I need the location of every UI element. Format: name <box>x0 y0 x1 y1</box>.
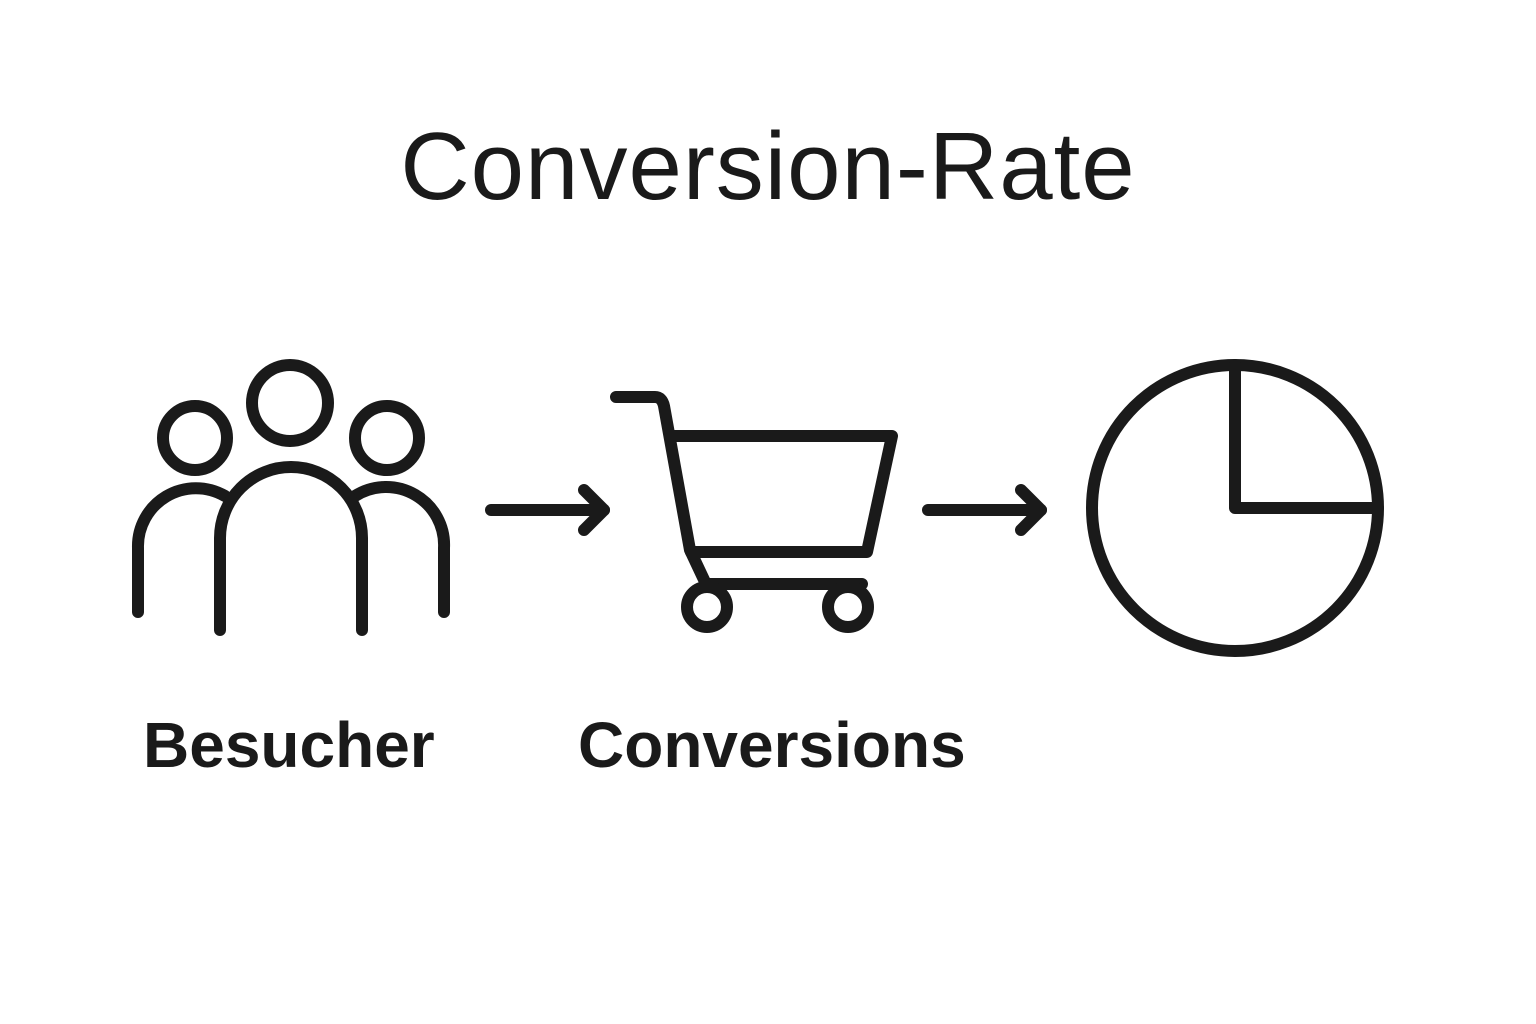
arrow-right-icon <box>485 484 610 536</box>
people-group-icon <box>131 359 451 636</box>
page-title: Conversion-Rate <box>400 113 1136 220</box>
shopping-cart-icon <box>610 391 898 633</box>
arrow-right-icon <box>922 484 1047 536</box>
step-label-conversions: Conversions <box>578 709 966 781</box>
step-label-besucher: Besucher <box>143 709 435 781</box>
pie-chart-icon <box>1086 359 1384 657</box>
